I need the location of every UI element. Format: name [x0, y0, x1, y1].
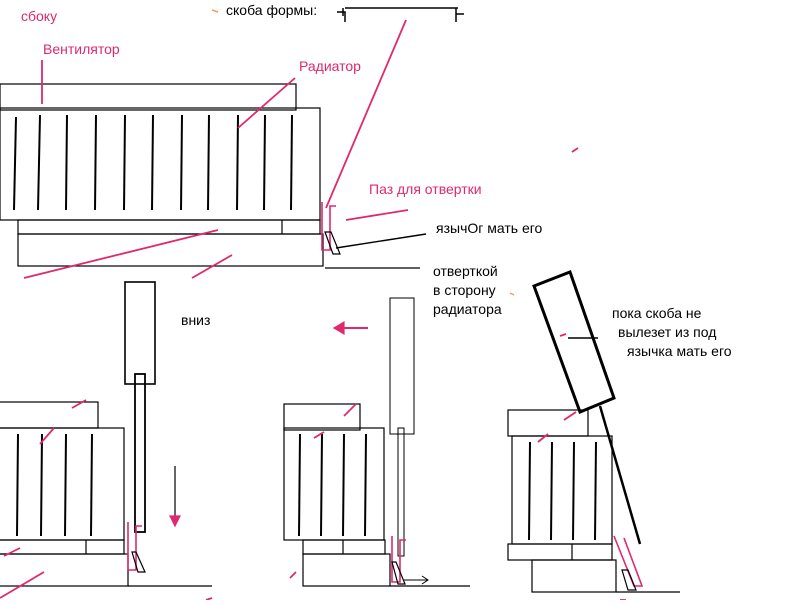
until-line1: пока скоба не — [612, 305, 702, 321]
base-plate-br — [507, 543, 613, 561]
down-label: вниз — [181, 312, 211, 328]
tongue-label: язычОг мать его — [436, 220, 543, 236]
screwdriver-br-handle — [532, 270, 616, 414]
fan-top — [0, 83, 297, 111]
radiator-fins-br — [528, 441, 597, 541]
bracket-clip-bl — [127, 522, 142, 571]
radiator-top — [0, 107, 321, 221]
bracket-clip-br — [613, 535, 644, 587]
small-marks — [211, 9, 515, 296]
base-plate-bm — [302, 539, 386, 555]
radiator-fins-bm — [298, 433, 367, 537]
fan-label: Вентилятор — [43, 41, 120, 57]
base-plate-bl — [0, 539, 125, 555]
radiator-fins-top — [13, 114, 293, 211]
socket-bm — [302, 553, 391, 587]
screwdriver-bl-handle — [124, 281, 156, 385]
fan-br — [507, 409, 589, 437]
pointer-lines — [0, 19, 626, 601]
top-assembly — [0, 83, 420, 269]
radiator-label: Радиатор — [299, 58, 361, 74]
screwdriver-slot-label: Паз для отвертки — [369, 181, 482, 197]
fan-bm — [283, 403, 361, 431]
base-plate-top — [17, 219, 321, 235]
fan-bl — [0, 401, 99, 429]
bottom-right-assembly — [507, 270, 680, 593]
radiator-fins-bl — [16, 433, 93, 537]
screwdriver-direction-line1: отверткой — [433, 263, 498, 279]
until-line2: вылезет из под — [618, 324, 717, 340]
bracket-shape-label: скоба формы: — [226, 2, 318, 18]
socket-bl — [0, 553, 129, 587]
tongue-top — [324, 231, 341, 255]
radiator-br — [511, 435, 613, 545]
screwdriver-br-shaft — [598, 405, 642, 545]
until-line3: язычка мать его — [627, 343, 732, 359]
socket-top — [17, 233, 324, 267]
bottom-middle-assembly — [283, 297, 470, 587]
screwdriver-bm-shaft — [397, 427, 405, 557]
pointer-lines-black — [335, 233, 598, 339]
screwdriver-direction-line2: в сторону — [433, 282, 496, 298]
screwdriver-bm-handle — [389, 297, 415, 435]
bracket-clip-top — [321, 202, 336, 251]
side-view-label: сбоку — [21, 8, 58, 24]
bottom-left-assembly — [0, 281, 212, 587]
screwdriver-direction-line3: радиатора — [433, 301, 502, 317]
bracket-clip-bm — [391, 536, 406, 583]
bracket-shape-sample — [337, 7, 464, 22]
screwdriver-bl-shaft — [134, 373, 146, 533]
socket-br — [531, 559, 617, 593]
